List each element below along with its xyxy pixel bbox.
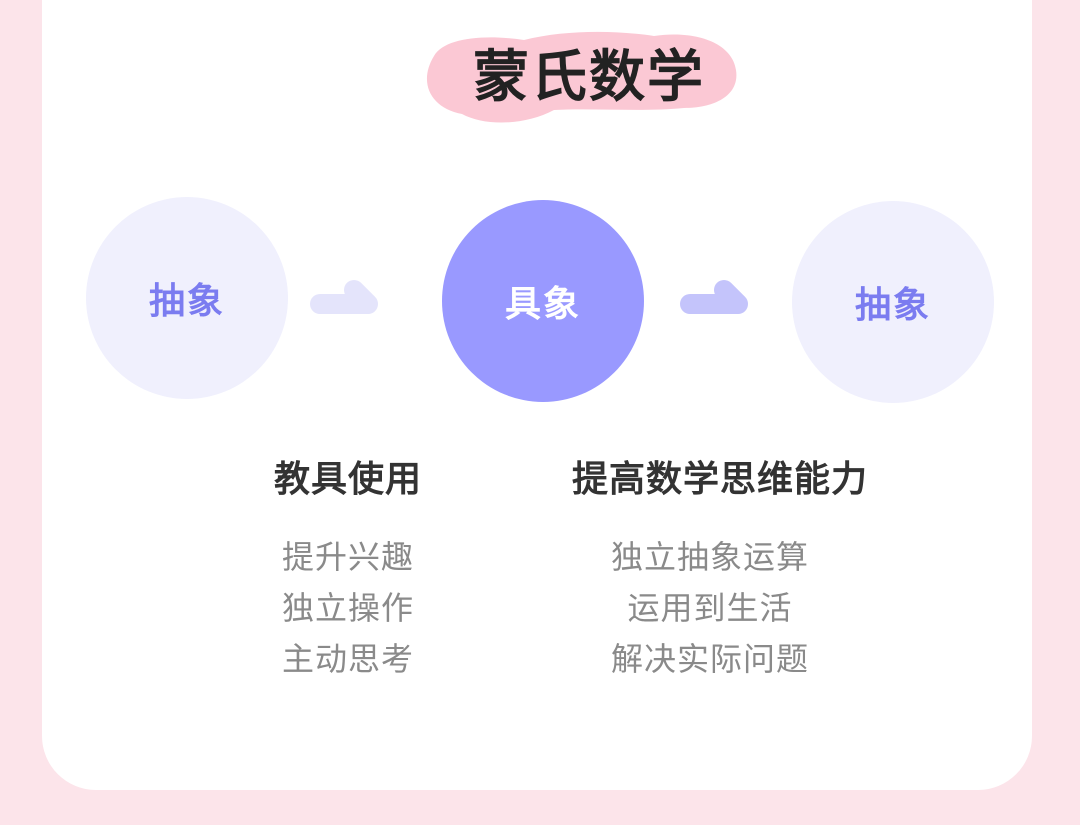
flow-circle-label: 抽象 [148, 281, 225, 322]
list-item: 解决实际问题 [610, 640, 809, 678]
title-badge: 蒙氏数学 [414, 22, 744, 132]
flow-circle-abstract-start: 抽象 [86, 197, 288, 399]
title-blob-shape [426, 31, 737, 123]
column-list-tools: 提升兴趣 独立操作 主动思考 [238, 532, 458, 685]
flow-circle-label: 具象 [504, 284, 581, 325]
flow-circle-concrete: 具象 [442, 200, 644, 402]
column-list-thinking: 独立抽象运算 运用到生活 解决实际问题 [580, 532, 840, 685]
right-arrow-icon [310, 280, 378, 314]
right-arrow-icon [680, 280, 748, 314]
list-item: 独立操作 [281, 589, 414, 627]
flow-circle-label: 抽象 [854, 285, 931, 326]
list-item: 运用到生活 [627, 589, 793, 627]
list-item: 主动思考 [281, 640, 414, 678]
list-item: 提升兴趣 [281, 538, 414, 576]
flow-circle-abstract-end: 抽象 [792, 201, 994, 403]
list-item: 独立抽象运算 [610, 538, 809, 576]
column-heading-tools: 教具使用 [273, 459, 422, 500]
page-title: 蒙氏数学 [473, 45, 705, 110]
content-card: 蒙氏数学 抽象 具象 抽象 教具使用 提升兴趣 独立操作 主动思考 提高数学思维… [42, 0, 1032, 790]
column-heading-thinking: 提高数学思维能力 [571, 459, 868, 500]
